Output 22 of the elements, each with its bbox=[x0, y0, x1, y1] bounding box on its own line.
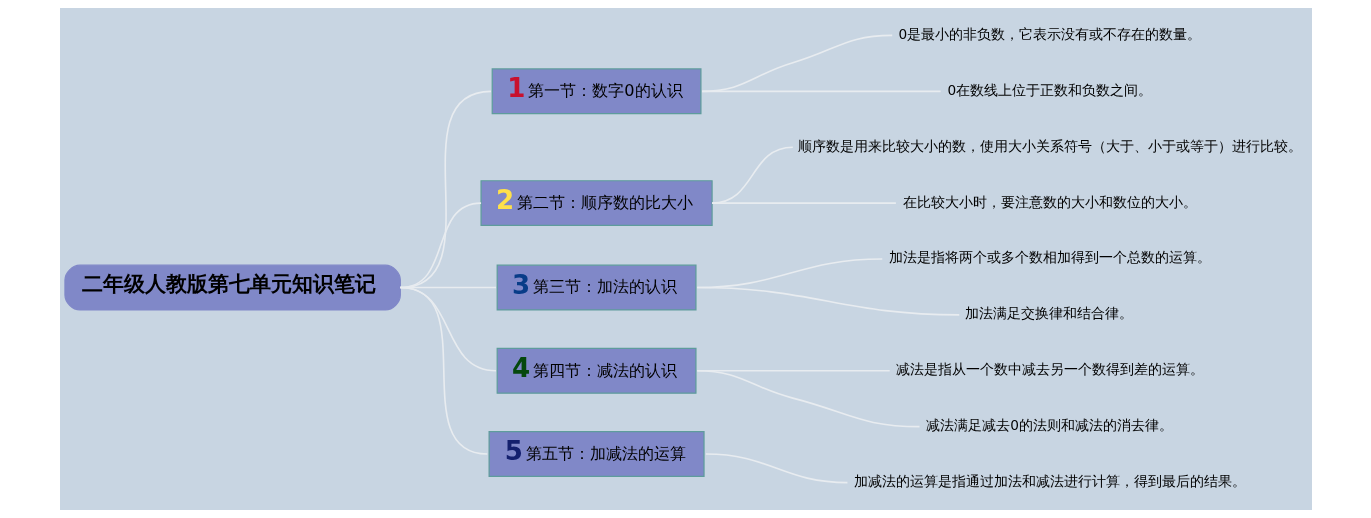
node-text: 减法满足减去0的法则和减法的消去律。 bbox=[925, 417, 1173, 434]
node-text: 顺序数是用来比较大小的数，使用大小关系符号（大于、小于或等于）进行比较。 bbox=[797, 137, 1302, 154]
node-box: 1 第一节：数字0的认识 bbox=[491, 68, 701, 115]
node-text: 加减法的运算是指通过加法和减法进行计算，得到最后的结果。 bbox=[853, 473, 1246, 490]
node-text: 0在数线上位于正数和负数之间。 bbox=[946, 81, 1152, 98]
connector bbox=[700, 90, 941, 93]
node-text: 加法是指将两个或多个数相加得到一个总数的运算。 bbox=[888, 249, 1211, 266]
node-box: 3 第三节：加法的认识 bbox=[496, 264, 697, 311]
connector bbox=[695, 370, 920, 428]
connector bbox=[700, 34, 893, 93]
node-box: 4 第四节：减法的认识 bbox=[496, 347, 697, 394]
connector bbox=[704, 453, 848, 484]
node-box: 2 第二节：顺序数的比大小 bbox=[479, 180, 713, 227]
connector bbox=[399, 286, 488, 455]
connector bbox=[710, 202, 897, 204]
connector bbox=[695, 286, 960, 316]
node-text: 0是最小的非负数，它表示没有或不存在的数量。 bbox=[897, 25, 1201, 42]
node-text: 减法是指从一个数中减去另一个数得到差的运算。 bbox=[895, 361, 1204, 378]
node-text: 在比较大小时，要注意数的大小和数位的大小。 bbox=[902, 193, 1197, 210]
node-box: 二年级人教版第七单元知识笔记 bbox=[63, 264, 401, 311]
node-text: 加法满足交换律和结合律。 bbox=[964, 305, 1133, 322]
node-box: 5 第五节：加减法的运算 bbox=[488, 431, 705, 477]
